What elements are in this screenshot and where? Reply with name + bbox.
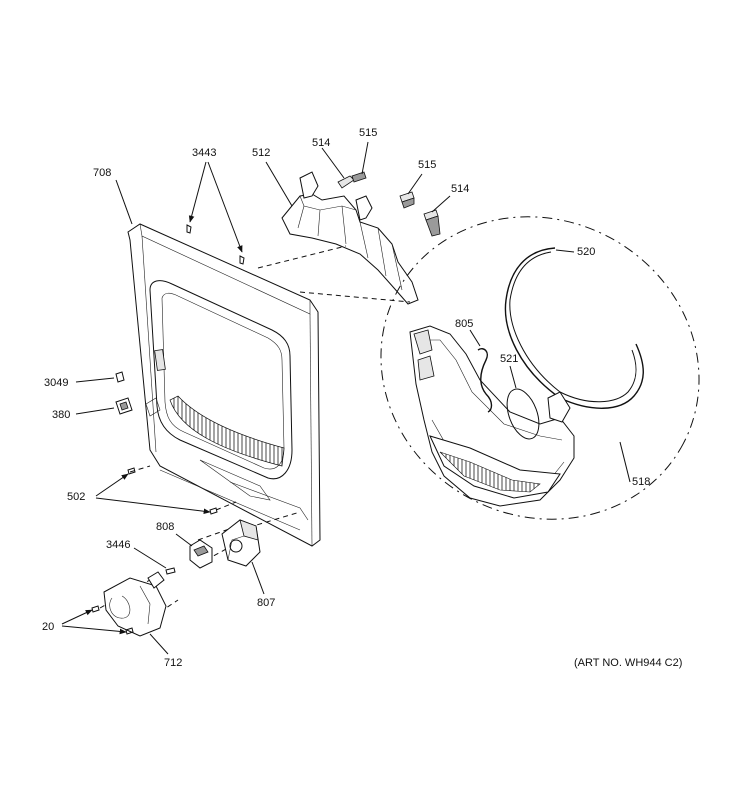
callout-20: 20 — [42, 621, 54, 633]
switch-808 — [189, 539, 213, 569]
switch-3049 — [115, 371, 125, 383]
callout-520: 520 — [577, 246, 595, 258]
screws-3443 — [186, 224, 245, 265]
door-assembly-518 — [380, 216, 700, 520]
art-number: (ART NO. WH944 C2) — [574, 657, 682, 669]
screw-3446 — [165, 567, 176, 575]
callout-502: 502 — [67, 491, 85, 503]
bracket-512 — [281, 171, 419, 305]
callout-515: 515 — [359, 127, 377, 139]
callout-521: 521 — [500, 353, 518, 365]
callout-3443: 3443 — [192, 147, 216, 159]
callout-514-right: 514 — [451, 183, 469, 195]
front-panel-708 — [127, 223, 321, 547]
callout-805: 805 — [455, 318, 473, 330]
callout-708: 708 — [93, 167, 111, 179]
callout-3446: 3446 — [106, 539, 130, 551]
switch-380 — [115, 397, 133, 415]
callout-380: 380 — [52, 409, 70, 421]
callout-712: 712 — [164, 657, 182, 669]
callout-515-right: 515 — [418, 159, 436, 171]
callout-807: 807 — [257, 597, 275, 609]
callout-leaders — [61, 141, 631, 655]
callout-512: 512 — [252, 147, 270, 159]
callout-3049: 3049 — [44, 377, 68, 389]
motor-807 — [221, 519, 261, 567]
callout-514: 514 — [312, 137, 330, 149]
hinge-bracket-712 — [103, 571, 167, 637]
callout-518: 518 — [632, 476, 650, 488]
callout-808: 808 — [156, 521, 174, 533]
